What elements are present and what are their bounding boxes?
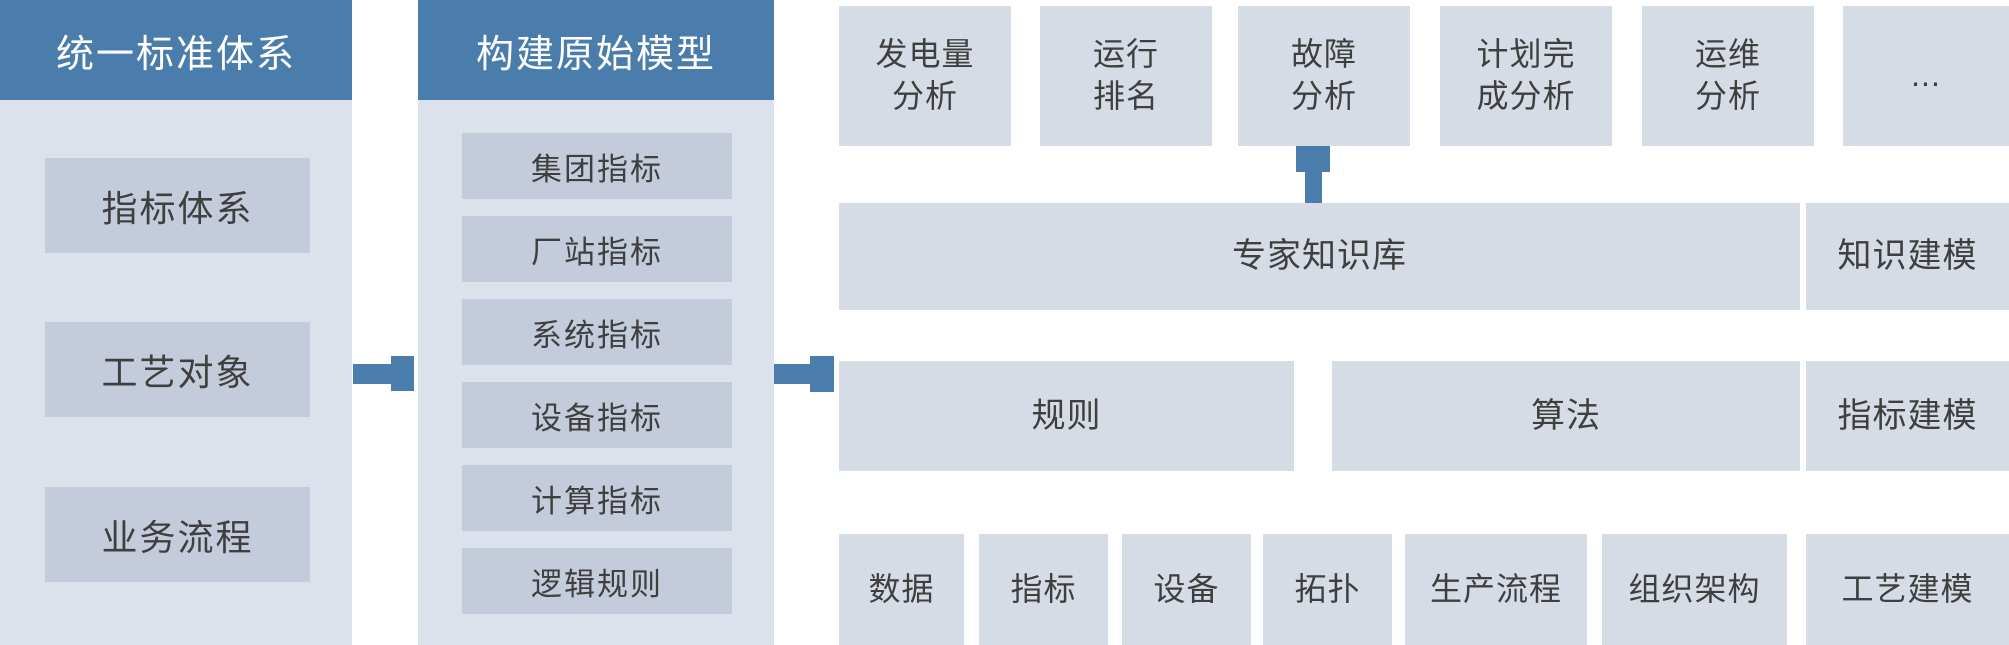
middle-item-plant-indicator: 厂站指标 bbox=[462, 216, 732, 282]
knowledge-modeling-label: 知识建模 bbox=[1806, 203, 2009, 310]
analysis-box-more: ... bbox=[1843, 6, 2009, 146]
middle-item-group-indicator: 集团指标 bbox=[462, 133, 732, 199]
model-box-org-structure: 组织架构 bbox=[1602, 534, 1787, 645]
model-box-topology: 拓扑 bbox=[1263, 534, 1392, 645]
connector-up-head bbox=[1296, 146, 1330, 172]
arrow-left-to-middle-head bbox=[391, 356, 414, 391]
arrow-middle-to-right-bar bbox=[774, 364, 812, 384]
rules-box: 规则 bbox=[839, 361, 1294, 471]
middle-item-device-indicator: 设备指标 bbox=[462, 382, 732, 448]
left-item-indicator-system: 指标体系 bbox=[45, 158, 310, 253]
arrow-middle-to-right-head bbox=[810, 356, 834, 392]
algorithm-box: 算法 bbox=[1332, 361, 1800, 471]
arrow-left-to-middle-bar bbox=[353, 364, 393, 384]
indicator-modeling-label: 指标建模 bbox=[1806, 361, 2009, 471]
model-box-device: 设备 bbox=[1122, 534, 1251, 645]
analysis-box-plan-completion: 计划完 成分析 bbox=[1440, 6, 1612, 146]
analysis-box-generation: 发电量 分析 bbox=[839, 6, 1011, 146]
middle-item-logic-rule: 逻辑规则 bbox=[462, 548, 732, 614]
model-box-production-flow: 生产流程 bbox=[1405, 534, 1587, 645]
model-box-data: 数据 bbox=[839, 534, 964, 645]
left-item-business-flow: 业务流程 bbox=[45, 487, 310, 582]
analysis-box-fault: 故障 分析 bbox=[1238, 6, 1410, 146]
process-modeling-label: 工艺建模 bbox=[1806, 534, 2009, 645]
middle-item-system-indicator: 系统指标 bbox=[462, 299, 732, 365]
middle-panel-header: 构建原始模型 bbox=[418, 0, 774, 100]
left-panel-header: 统一标准体系 bbox=[0, 0, 352, 100]
expert-knowledge-base-box: 专家知识库 bbox=[839, 203, 1800, 310]
middle-item-calc-indicator: 计算指标 bbox=[462, 465, 732, 531]
model-box-indicator: 指标 bbox=[979, 534, 1108, 645]
analysis-box-maintenance: 运维 分析 bbox=[1642, 6, 1814, 146]
analysis-box-operation-ranking: 运行 排名 bbox=[1040, 6, 1212, 146]
left-item-process-object: 工艺对象 bbox=[45, 322, 310, 417]
connector-up-stem bbox=[1305, 172, 1322, 204]
